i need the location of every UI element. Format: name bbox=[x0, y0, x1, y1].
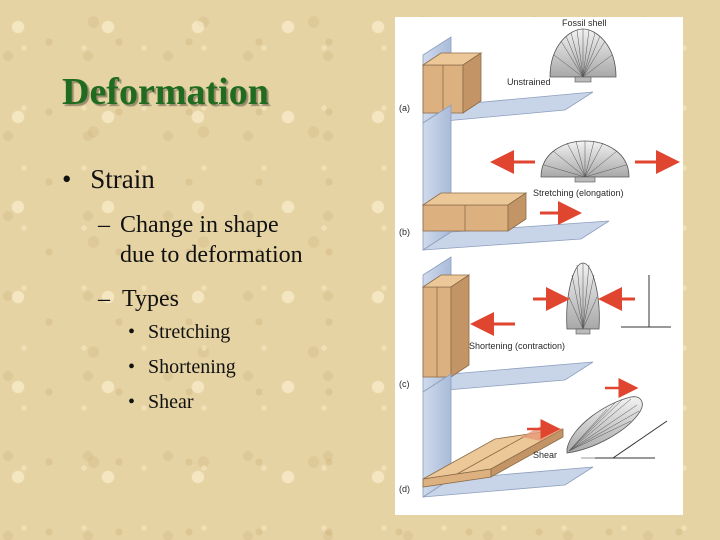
item-shortening: • Shortening bbox=[128, 355, 236, 379]
fossil-shell-c bbox=[566, 262, 600, 335]
strain-diagram: Fossil shell Unstrained (a) Stretching (… bbox=[395, 17, 683, 515]
panel-b: Stretching (elongation) (b) bbox=[399, 104, 680, 251]
panel-label-c: (c) bbox=[399, 379, 410, 389]
item-marker: • bbox=[128, 391, 136, 413]
bullet-list: • Strain – Change in shape due to deform… bbox=[62, 164, 303, 414]
item-marker: • bbox=[128, 356, 136, 378]
sub-bullet-marker: – bbox=[98, 286, 110, 312]
fossil-shell-d bbox=[566, 396, 643, 454]
slide-title: Deformation bbox=[62, 71, 269, 113]
fossil-shell-a bbox=[549, 28, 617, 83]
sub-bullet-text-line-1: Change in shape bbox=[120, 212, 279, 238]
item-stretching: • Stretching bbox=[128, 320, 230, 344]
sub-bullet-text: Types bbox=[122, 286, 179, 312]
bullet-text: Strain bbox=[90, 164, 155, 194]
panel-label-a: (a) bbox=[399, 103, 410, 113]
block-side-c bbox=[450, 274, 470, 378]
item-text: Stretching bbox=[148, 321, 231, 343]
item-marker: • bbox=[128, 321, 136, 343]
unstrained-label: Unstrained bbox=[507, 77, 551, 87]
block-side-d bbox=[490, 428, 564, 478]
panel-d: Shear (d) bbox=[399, 373, 668, 498]
shear-label: Shear bbox=[533, 450, 557, 460]
shortening-label: Shortening (contraction) bbox=[469, 341, 565, 351]
panel-c: Shortening (contraction) (c) bbox=[399, 256, 671, 393]
panel-label-b: (b) bbox=[399, 227, 410, 237]
block-front-b bbox=[422, 204, 509, 232]
item-text: Shear bbox=[148, 391, 194, 413]
panel-label-d: (d) bbox=[399, 484, 410, 494]
panel-a: Fossil shell Unstrained (a) bbox=[399, 18, 617, 124]
item-text: Shortening bbox=[148, 356, 236, 378]
item-shear: • Shear bbox=[128, 390, 194, 414]
sub-bullet-marker: – bbox=[98, 212, 110, 238]
block-side-a bbox=[462, 52, 482, 114]
sub-bullet-change-in-shape: – Change in shape due to deformation bbox=[98, 210, 303, 268]
floor-d bbox=[422, 466, 594, 498]
fossil-shell-label: Fossil shell bbox=[562, 18, 607, 28]
block-side-b bbox=[507, 192, 527, 232]
bullet-strain: • Strain bbox=[62, 164, 155, 195]
stretching-label: Stretching (elongation) bbox=[533, 188, 624, 198]
angle-diagonal bbox=[612, 420, 668, 459]
floor-b bbox=[422, 220, 610, 251]
sub-bullet-text-line-2: due to deformation bbox=[120, 242, 303, 268]
sub-bullet-types: – Types bbox=[98, 284, 179, 314]
fossil-shell-b bbox=[540, 140, 630, 183]
bullet-marker: • bbox=[62, 164, 72, 194]
